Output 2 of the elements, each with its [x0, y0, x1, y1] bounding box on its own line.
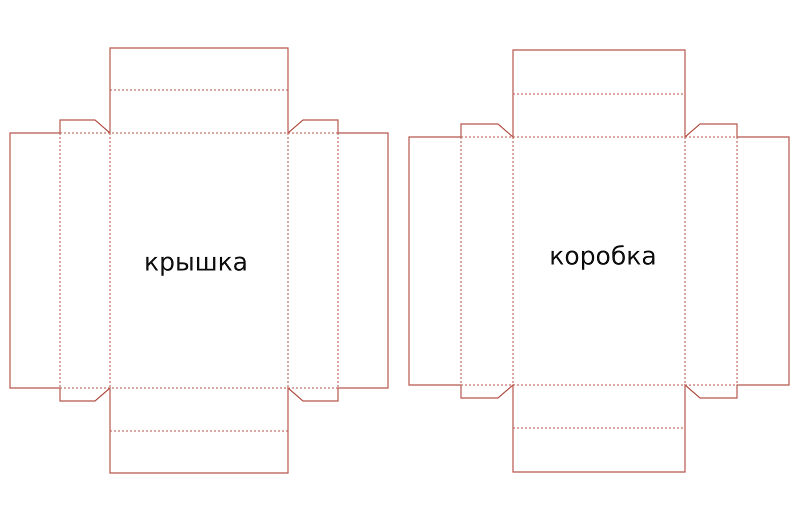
panel-label: крышка — [144, 248, 248, 276]
panel-label: коробка — [549, 242, 657, 270]
